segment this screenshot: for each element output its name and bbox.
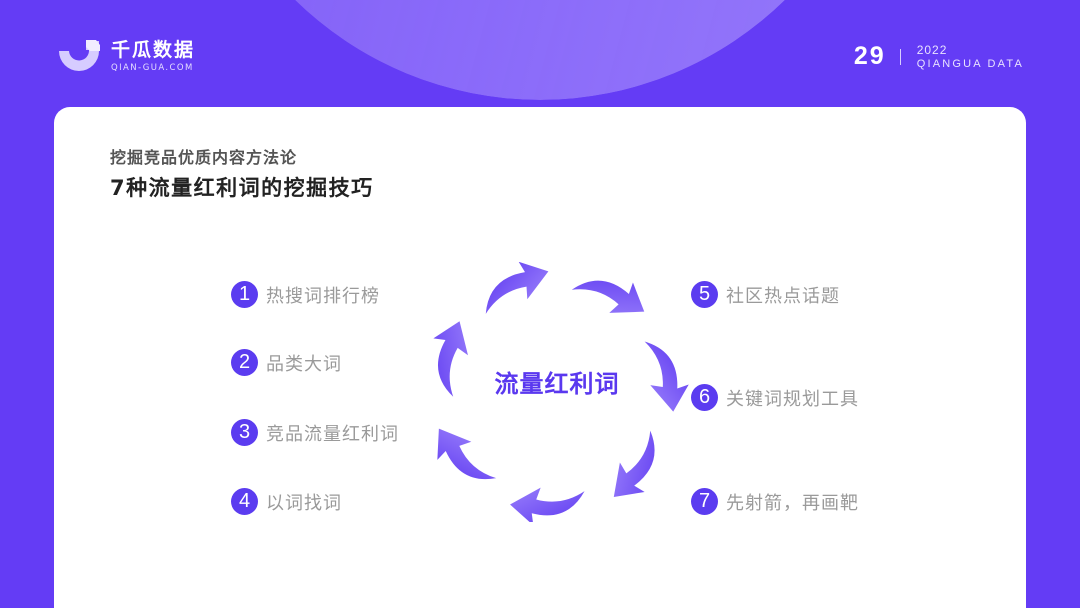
divider xyxy=(899,48,901,65)
item-label: 关键词规划工具 xyxy=(726,388,859,410)
item-label: 品类大词 xyxy=(266,353,342,375)
number-badge: 5 xyxy=(691,281,718,308)
content-card: 挖掘竞品优质内容方法论 7种流量红利词的挖掘技巧 1 热搜词排行榜 2 品类大词… xyxy=(54,107,1026,608)
year-label: 2022 xyxy=(916,42,948,57)
list-item-3: 3 竞品流量红利词 xyxy=(231,419,399,446)
brand-caption: QIANGUA DATA xyxy=(916,57,1024,70)
item-label: 社区热点话题 xyxy=(726,285,840,307)
brand-name-cn: 千瓜数据 xyxy=(111,38,196,61)
section-subtitle: 挖掘竞品优质内容方法论 xyxy=(110,148,298,167)
page-number: 29 xyxy=(853,42,886,70)
number-badge: 6 xyxy=(691,384,718,411)
list-item-5: 5 社区热点话题 xyxy=(691,281,840,308)
number-badge: 3 xyxy=(231,419,258,446)
list-item-1: 1 热搜词排行榜 xyxy=(231,281,380,308)
item-label: 热搜词排行榜 xyxy=(266,285,380,307)
center-label: 流量红利词 xyxy=(494,370,620,398)
item-label: 以词找词 xyxy=(266,492,342,514)
item-label: 竞品流量红利词 xyxy=(266,423,399,445)
list-item-4: 4 以词找词 xyxy=(231,488,342,515)
number-badge: 1 xyxy=(231,281,258,308)
page-meta: 29 2022 QIANGUA DATA xyxy=(854,42,1024,71)
background-decorative-ring xyxy=(190,0,890,100)
qiangua-logo-icon xyxy=(59,40,100,71)
number-badge: 4 xyxy=(231,488,258,515)
list-item-2: 2 品类大词 xyxy=(231,349,342,376)
list-item-6: 6 关键词规划工具 xyxy=(691,384,859,411)
number-badge: 7 xyxy=(691,488,718,515)
list-item-7: 7 先射箭，再画靶 xyxy=(691,488,859,515)
brand-name-en: QIAN-GUA.COM xyxy=(111,62,194,73)
brand-logo: 千瓜数据 QIAN-GUA.COM xyxy=(56,36,195,76)
section-title: 7种流量红利词的挖掘技巧 xyxy=(110,176,374,200)
item-label: 先射箭，再画靶 xyxy=(726,492,859,514)
number-badge: 2 xyxy=(231,349,258,376)
